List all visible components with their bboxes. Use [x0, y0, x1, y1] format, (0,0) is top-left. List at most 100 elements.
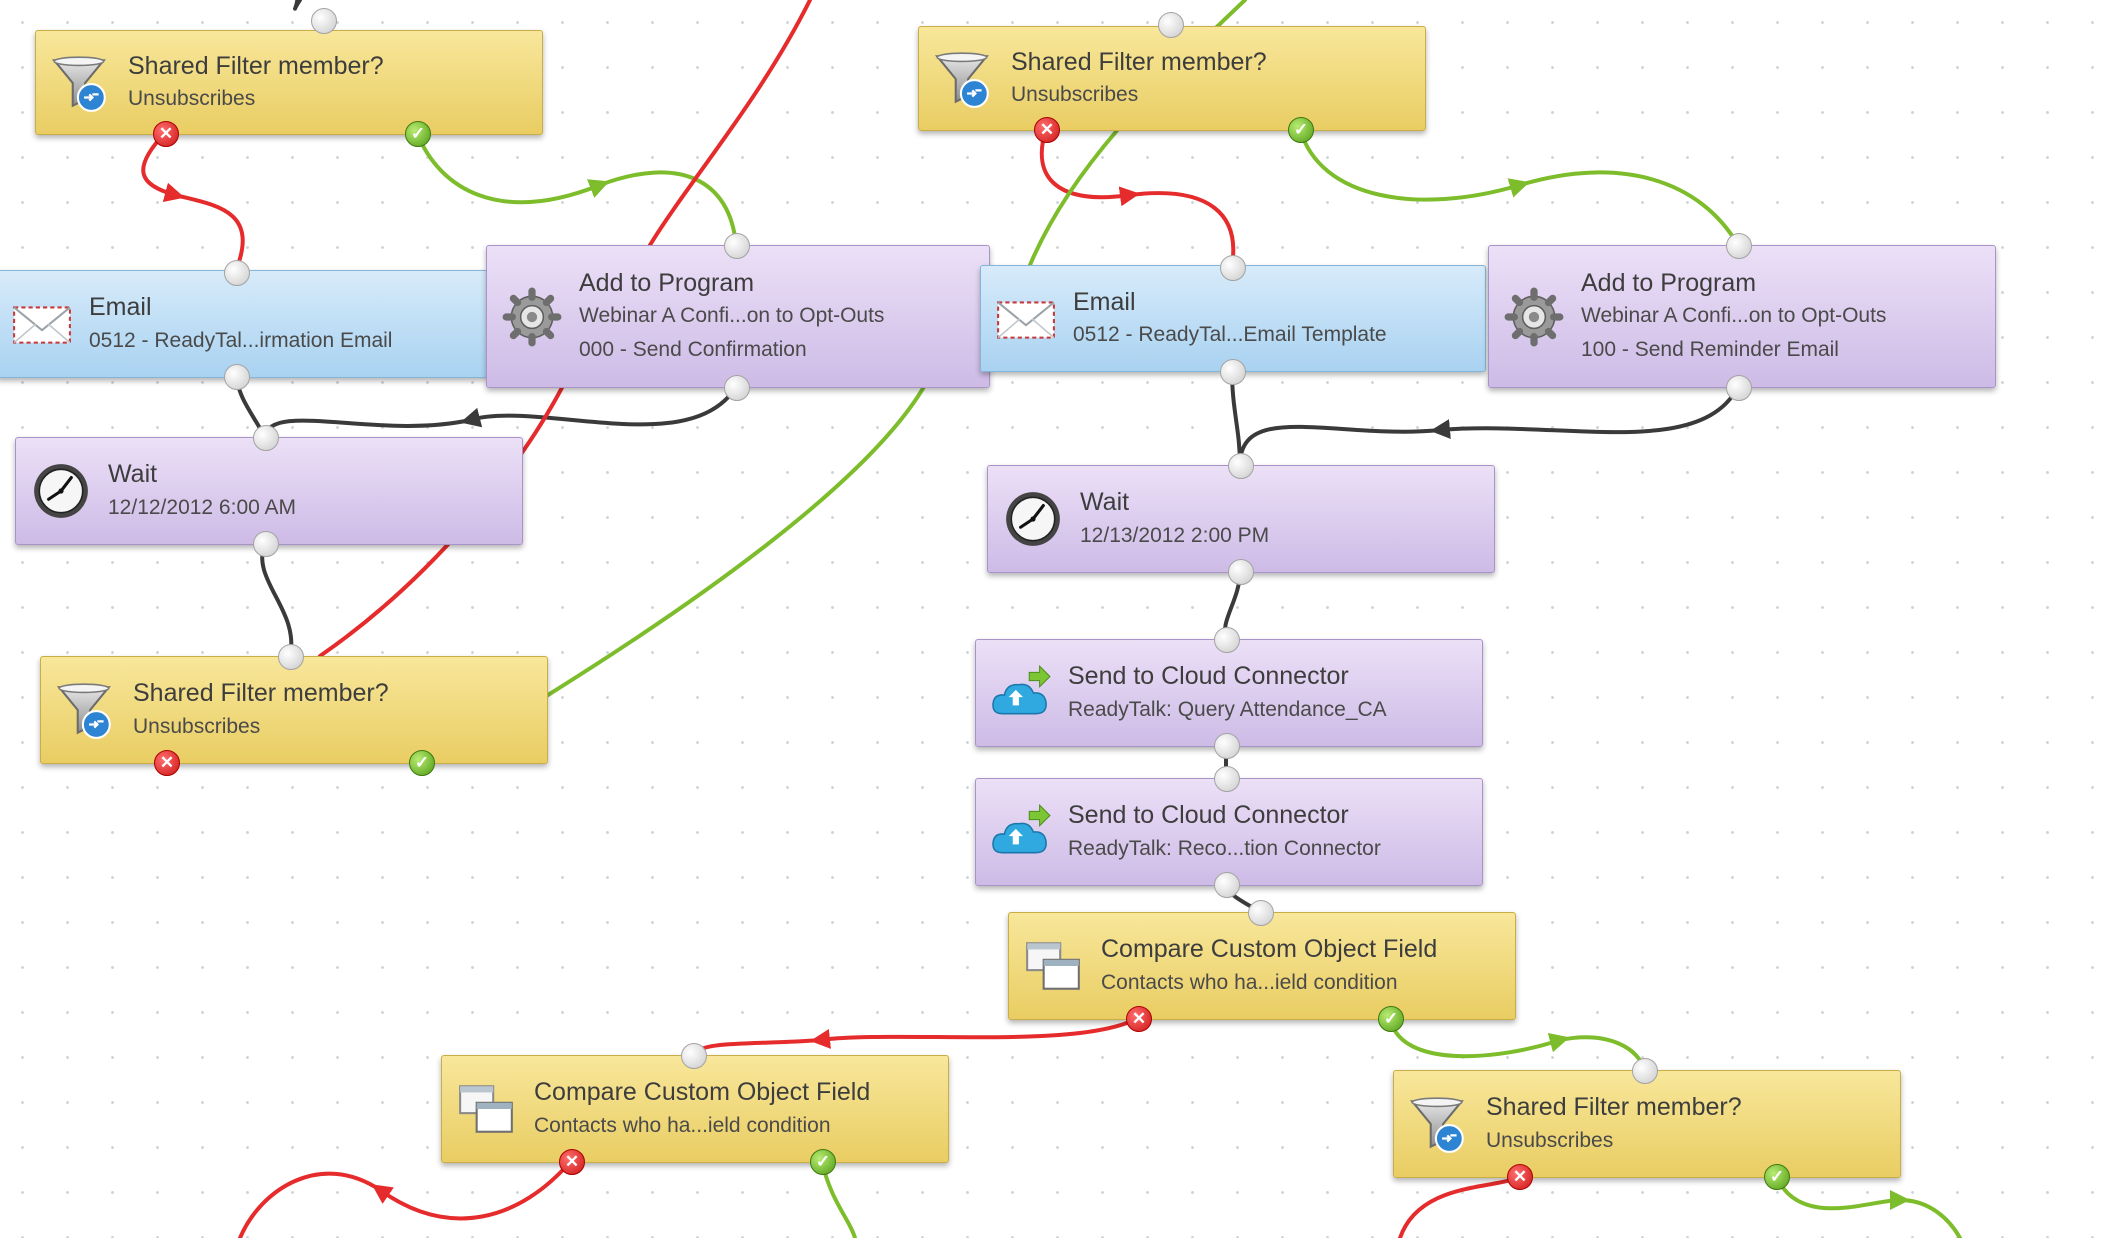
step-title: Wait — [1080, 487, 1130, 516]
filter-funnel-icon — [55, 679, 117, 741]
step-text: Shared Filter member? Unsubscribes — [128, 49, 532, 115]
connector-no[interactable] — [648, 0, 812, 247]
step-title: Shared Filter member? — [1486, 1092, 1742, 1121]
clock-icon — [1002, 488, 1064, 550]
filter-step-filter-4[interactable]: Shared Filter member?Unsubscribes ✕ ✓ — [1393, 1058, 1901, 1190]
connector-yes[interactable] — [1388, 1016, 1646, 1072]
step-title: Email — [1073, 287, 1136, 316]
output-port[interactable] — [1220, 359, 1246, 385]
yes-branch-icon[interactable]: ✓ — [1378, 1006, 1404, 1032]
no-branch-icon[interactable]: ✕ — [559, 1149, 585, 1175]
connector-flow[interactable] — [263, 385, 738, 439]
filter-step-filter-1[interactable]: Shared Filter member? Unsubscribes ✕ ✓ — [35, 8, 543, 147]
input-port[interactable] — [1228, 453, 1254, 479]
input-port[interactable] — [681, 1043, 707, 1069]
input-port[interactable] — [724, 233, 750, 259]
input-port[interactable] — [1214, 766, 1240, 792]
connector-flow[interactable] — [1230, 369, 1242, 467]
input-port[interactable] — [1632, 1058, 1658, 1084]
connector-no[interactable] — [1398, 1174, 1521, 1238]
step-title: Email — [89, 292, 152, 321]
cloud-connector-icon — [990, 801, 1052, 863]
connector-yes[interactable] — [415, 131, 738, 247]
output-port[interactable] — [1726, 375, 1752, 401]
connector-flow[interactable] — [260, 541, 294, 658]
input-port[interactable] — [1220, 255, 1246, 281]
email-step-email-2[interactable]: Email 0512 - ReadyTal...Email Template — [980, 255, 1486, 385]
envelope-icon — [995, 288, 1057, 350]
output-port[interactable] — [253, 531, 279, 557]
connector-flow[interactable] — [292, 0, 302, 11]
cloud-connector-icon — [990, 662, 1052, 724]
output-port[interactable] — [224, 364, 250, 390]
step-text: Email 0512 - ReadyTal...Email Template — [1073, 285, 1475, 351]
step-detail: 0512 - ReadyTal...Email Template — [1073, 322, 1387, 346]
step-detail: Unsubscribes — [128, 86, 256, 110]
output-port[interactable] — [724, 375, 750, 401]
no-branch-icon[interactable]: ✕ — [153, 121, 179, 147]
no-branch-icon[interactable]: ✕ — [1126, 1006, 1152, 1032]
yes-branch-icon[interactable]: ✓ — [1288, 117, 1314, 143]
no-branch-icon[interactable]: ✕ — [154, 750, 180, 776]
yes-branch-icon[interactable]: ✓ — [810, 1149, 836, 1175]
input-port[interactable] — [278, 644, 304, 670]
filter-step-filter-3[interactable]: Shared Filter member?Unsubscribes ✕ ✓ — [40, 644, 548, 776]
input-port[interactable] — [224, 260, 250, 286]
yes-branch-icon[interactable]: ✓ — [405, 121, 431, 147]
no-branch-icon[interactable]: ✕ — [1507, 1164, 1533, 1190]
compare-windows-icon — [1023, 935, 1085, 997]
no-branch-icon[interactable]: ✕ — [1034, 117, 1060, 143]
filter-step-filter-2[interactable]: Shared Filter member?Unsubscribes✕✓ — [918, 12, 1426, 143]
filter-funnel-icon — [933, 48, 995, 110]
input-port[interactable] — [311, 8, 337, 34]
step-title: Shared Filter member? — [133, 678, 389, 707]
output-port[interactable] — [1214, 872, 1240, 898]
step-detail: 0512 - ReadyTal...irmation Email — [89, 328, 393, 352]
step-title: Send to Cloud Connector — [1068, 661, 1349, 690]
input-port[interactable] — [1158, 12, 1184, 38]
email-step-email-1[interactable]: Email 0512 - ReadyTal...irmation Email — [0, 260, 488, 390]
step-text: Shared Filter member?Unsubscribes — [1486, 1091, 1890, 1157]
connector-yes[interactable] — [546, 383, 927, 697]
step-detail: Webinar A Confi...on to Opt-Outs — [579, 304, 885, 328]
step-detail: 100 - Send Reminder Email — [1581, 337, 1839, 361]
yes-branch-icon[interactable]: ✓ — [1764, 1164, 1790, 1190]
input-port[interactable] — [253, 425, 279, 451]
input-port[interactable] — [1214, 627, 1240, 653]
output-port[interactable] — [1214, 733, 1240, 759]
yes-branch-icon[interactable]: ✓ — [409, 750, 435, 776]
step-detail: ReadyTalk: Reco...tion Connector — [1068, 836, 1381, 860]
compare-windows-icon — [456, 1078, 518, 1140]
input-port[interactable] — [1726, 233, 1752, 259]
step-detail: 000 - Send Confirmation — [579, 337, 807, 361]
connector-yes[interactable] — [1298, 127, 1740, 247]
output-port[interactable] — [1228, 559, 1254, 585]
connector-yes[interactable] — [1774, 1174, 1962, 1238]
step-detail: Webinar A Confi...on to Opt-Outs — [1581, 304, 1887, 328]
step-text: Shared Filter member?Unsubscribes — [133, 677, 537, 743]
connector-no[interactable] — [141, 131, 245, 272]
connector-flow[interactable] — [1238, 385, 1740, 467]
step-title: Shared Filter member? — [128, 51, 384, 80]
connector-no[interactable] — [1039, 127, 1236, 267]
connector-no[interactable] — [691, 1016, 1140, 1057]
envelope-icon — [11, 293, 73, 355]
input-port[interactable] — [1248, 900, 1274, 926]
connector-no[interactable] — [238, 1159, 573, 1238]
